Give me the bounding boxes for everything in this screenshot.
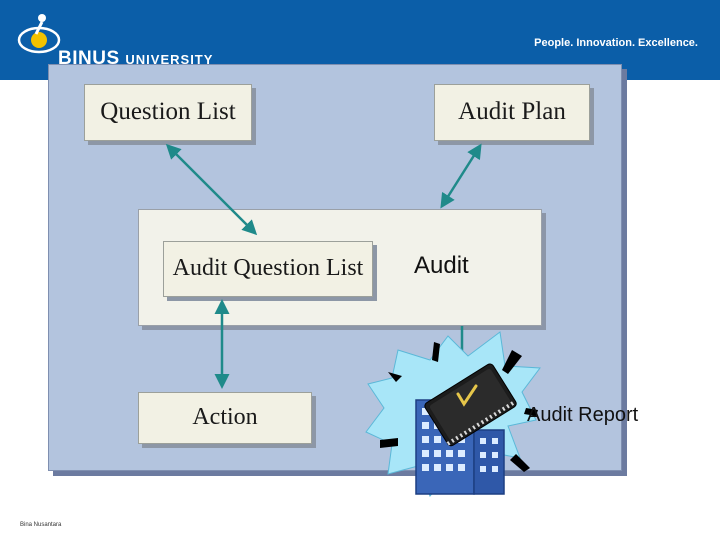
brand-name: BINUS — [58, 48, 120, 69]
action-box: Action — [138, 392, 312, 444]
brand-suffix: UNIVERSITY — [125, 52, 214, 67]
arrow-question-list-to-audit-question-list — [165, 143, 258, 236]
question-list-box: Question List — [84, 84, 252, 141]
audit-report-clipart-icon — [365, 331, 541, 497]
audit-question-list-box: Audit Question List — [163, 241, 373, 297]
audit-label: Audit — [414, 252, 469, 279]
header-tagline: People. Innovation. Excellence. — [534, 37, 698, 49]
arrow-audit-plan-to-audit — [440, 143, 482, 209]
binus-logo-icon — [17, 14, 61, 54]
audit-report-label: Audit Report — [527, 404, 639, 426]
brand-logo-text: BINUS UNIVERSITY — [58, 48, 213, 70]
footer-text: Bina Nusantara — [20, 522, 62, 528]
audit-plan-box: Audit Plan — [434, 84, 590, 141]
